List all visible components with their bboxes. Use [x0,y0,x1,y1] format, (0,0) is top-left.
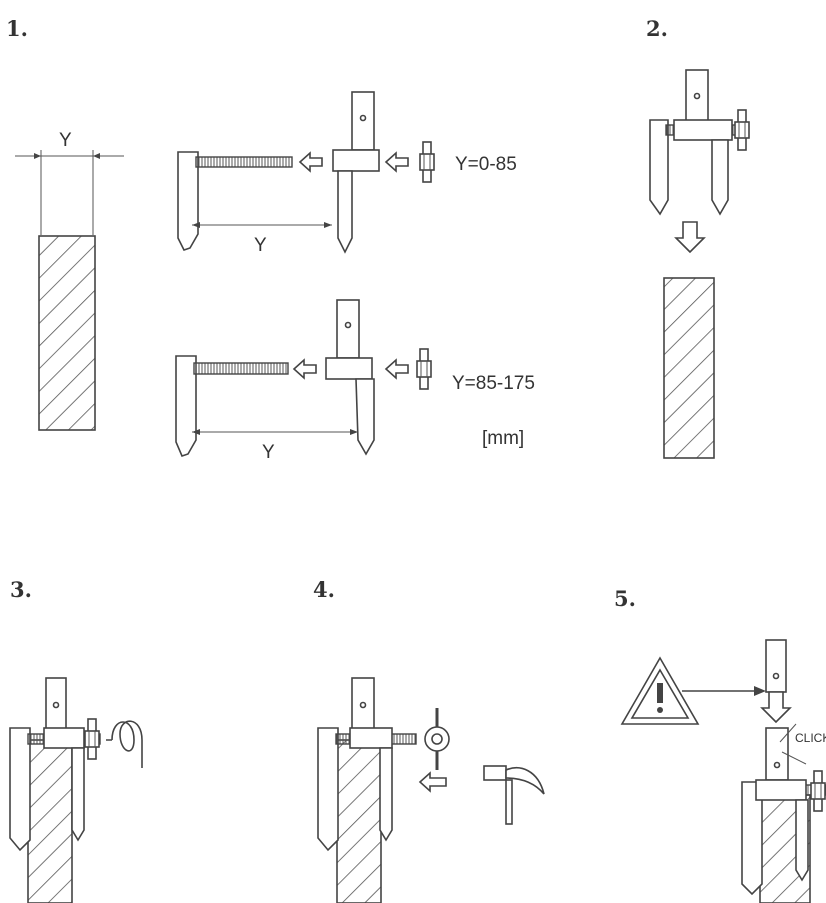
step-1-number: 1. [6,16,28,41]
hatched-post-icon [663,277,715,459]
hatched-post-icon [27,739,73,903]
hatched-post-icon [336,739,382,903]
step-2-number: 2. [646,16,668,41]
hatched-post-icon [38,235,96,431]
click-label: CLICK [795,731,826,745]
range-large-label: Y=85-175 [452,373,535,394]
y-dimension-label-large: Y [262,442,275,463]
clamp-lowering-assembly [649,69,750,253]
threaded-rod-icon [193,362,289,375]
unit-label: [mm] [482,428,524,449]
width-label: Y [59,130,72,151]
width-dimension: Y [15,130,124,235]
range-small-label: Y=0-85 [455,154,517,175]
clamp-assembly-large: Y=85-175 Y [175,299,535,463]
warning-triangle-icon [620,656,700,725]
arrow-icon [761,691,791,723]
hammer-icon [483,765,545,825]
threaded-rod-icon [195,156,293,168]
step-5-number: 5. [614,586,636,611]
clamp-jaw-icon [177,151,199,251]
step-3-number: 3. [10,577,32,602]
clamp-on-post-hammer [317,677,545,903]
rotation-icon [106,720,143,768]
click-assembly: CLICK [741,639,826,903]
clamp-assembly-small: Y=0-85 Y [177,91,517,256]
step-4-number: 4. [313,577,335,602]
clamp-jaw-icon [175,355,197,457]
y-dimension-label-small: Y [254,235,267,256]
arrow-icon [418,771,447,793]
arrow-icon [675,221,705,253]
wing-nut-icon [424,708,450,770]
clamp-on-post-tighten [9,677,143,903]
